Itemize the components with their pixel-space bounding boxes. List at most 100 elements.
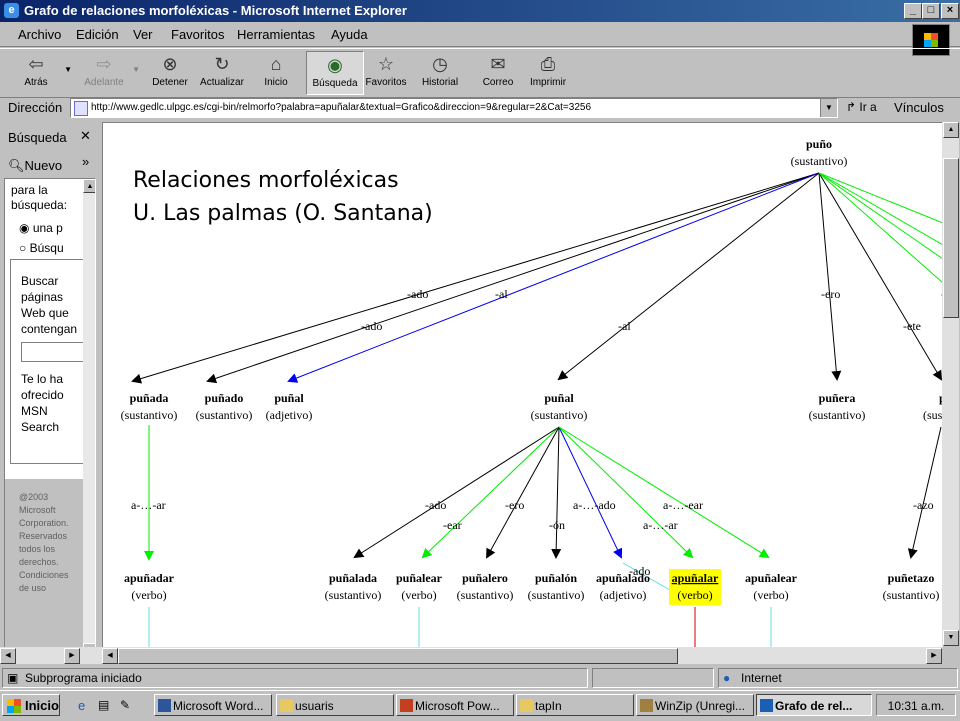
terms-link[interactable]: Condiciones (19, 570, 69, 580)
edge-label: a-…-ear (663, 498, 703, 512)
scroll-up-icon[interactable]: ▲ (943, 122, 959, 138)
address-input[interactable]: http://www.gedlc.ulpgc.es/cgi-bin/relmor… (70, 98, 838, 118)
node-word[interactable]: puñalear (396, 571, 443, 585)
node-apunalear[interactable]: apuñalear (verbo) (745, 571, 798, 602)
close-icon[interactable]: ✕ (80, 128, 91, 143)
refresh-button[interactable]: ↻ Actualizar (200, 54, 244, 88)
node-apunalar-highlighted[interactable]: apuñalar (verbo) (669, 569, 721, 605)
menu-herramientas[interactable]: Herramientas (237, 27, 316, 42)
node-pu-cut[interactable]: pu (susta (923, 391, 943, 422)
chevron-down-icon[interactable]: ▼ (132, 65, 140, 74)
scrollbar-thumb[interactable] (118, 648, 678, 664)
word-icon (158, 699, 171, 712)
search-box-text: Web que (21, 306, 69, 320)
node-word[interactable]: apuñalado (596, 571, 650, 585)
node-word[interactable]: puño (806, 137, 832, 151)
chevron-down-icon[interactable]: ▼ (820, 99, 837, 117)
favorites-button[interactable]: ☆ Favoritos (365, 54, 407, 88)
node-punado[interactable]: puñado (sustantivo) (196, 391, 253, 422)
ie-icon[interactable]: e (78, 698, 86, 713)
home-button[interactable]: ⌂ Inicio (264, 54, 288, 88)
node-word[interactable]: puñada (130, 391, 169, 405)
node-punada[interactable]: puñada (sustantivo) (121, 391, 178, 422)
mail-button[interactable]: ✉ Correo (482, 54, 514, 88)
node-punalero[interactable]: puñalero (sustantivo) (457, 571, 514, 602)
node-punalon[interactable]: puñalón (sustantivo) (528, 571, 585, 602)
task-tapin[interactable]: tapIn (516, 694, 634, 716)
go-button[interactable]: ↱ Ir a (846, 100, 877, 114)
node-word[interactable]: puñetazo (888, 571, 935, 585)
node-word[interactable]: puñalero (462, 571, 508, 585)
globe-icon: ● (723, 671, 731, 685)
scroll-left-icon[interactable]: ◀ (0, 648, 16, 664)
chevron-right-icon[interactable]: » (82, 154, 90, 169)
menu-favoritos[interactable]: Favoritos (171, 27, 225, 42)
node-punal-adjetivo[interactable]: puñal (adjetivo) (266, 391, 313, 422)
task-grafo[interactable]: Grafo de rel... (756, 694, 872, 716)
search-button[interactable]: ◉ Búsqueda (306, 51, 364, 95)
node-punera[interactable]: puñera (sustantivo) (809, 391, 866, 422)
taskbar: Inicio e ▤ ✎ Microsoft Word... usuaris M… (0, 690, 960, 721)
search-globe-icon: ◉ (327, 55, 343, 75)
close-button[interactable]: × (941, 3, 959, 19)
task-word[interactable]: Microsoft Word... (154, 694, 272, 716)
vertical-scrollbar[interactable]: ▲ ▼ (942, 122, 959, 646)
forward-button[interactable]: ⇨ Adelante▼ (84, 54, 140, 88)
scroll-down-icon[interactable]: ▼ (943, 630, 959, 646)
scroll-right-icon[interactable]: ▶ (64, 648, 80, 664)
menu-ayuda[interactable]: Ayuda (331, 27, 368, 42)
stop-button[interactable]: ⊗ Detener (152, 54, 188, 88)
task-powerpoint[interactable]: Microsoft Pow... (396, 694, 514, 716)
node-punalear[interactable]: puñalear (verbo) (396, 571, 443, 602)
radio-option-1[interactable]: ◉ una p (19, 221, 63, 235)
favorites-icon: ☆ (377, 54, 395, 74)
links-button[interactable]: Vínculos (894, 100, 944, 115)
node-word[interactable]: puñal (274, 391, 304, 405)
node-apunadar[interactable]: apuñadar (verbo) (124, 571, 175, 602)
horizontal-scrollbar[interactable]: ◀ ▶ ◀ ▶ (0, 647, 942, 664)
node-word[interactable]: apuñalear (745, 571, 798, 585)
scroll-right-icon[interactable]: ▶ (926, 648, 942, 664)
address-url[interactable]: http://www.gedlc.ulpgc.es/cgi-bin/relmor… (91, 102, 592, 113)
sidebar-scrollbar[interactable]: ▲ ▼ (83, 179, 95, 657)
folder-icon (280, 699, 293, 712)
ie-icon: e (4, 3, 19, 18)
node-word[interactable]: apuñadar (124, 571, 175, 585)
print-button[interactable]: ⎙ Imprimir (529, 54, 567, 88)
edge-label: -al (495, 287, 508, 301)
history-button[interactable]: ◷ Historial (421, 54, 459, 88)
node-word[interactable]: puñalada (329, 571, 377, 585)
task-winzip[interactable]: WinZip (Unregi... (636, 694, 754, 716)
scroll-left-icon[interactable]: ◀ (102, 648, 118, 664)
new-search-button[interactable]: 🔍︎Nuevo (8, 158, 63, 173)
radio-option-2[interactable]: ○ Búsqu (19, 241, 64, 255)
menu-ver[interactable]: Ver (133, 27, 153, 42)
minimize-button[interactable]: _ (904, 3, 922, 19)
scrollbar-thumb[interactable] (943, 158, 959, 318)
node-word[interactable]: puñalón (535, 571, 577, 585)
scroll-up-icon[interactable]: ▲ (83, 179, 95, 193)
node-word[interactable]: puñera (819, 391, 856, 405)
node-punetazo[interactable]: puñetazo (sustantivo) (883, 571, 940, 602)
node-word[interactable]: pu (939, 391, 943, 405)
node-puno[interactable]: puño (sustantivo) (791, 137, 848, 168)
refresh-icon: ↻ (214, 54, 230, 74)
node-word[interactable]: puñado (205, 391, 244, 405)
terms-link[interactable]: de uso (19, 583, 47, 593)
start-button[interactable]: Inicio (2, 694, 60, 716)
node-word[interactable]: apuñalar (672, 571, 719, 585)
menu-edicion[interactable]: Edición (76, 27, 119, 42)
node-punalada[interactable]: puñalada (sustantivo) (325, 571, 382, 602)
outlook-icon[interactable]: ✎ (120, 698, 131, 712)
desktop-icon[interactable]: ▤ (98, 698, 110, 712)
maximize-button[interactable]: □ (922, 3, 940, 19)
task-usuaris[interactable]: usuaris (276, 694, 394, 716)
search-input[interactable] (21, 342, 85, 362)
clock[interactable]: 10:31 a.m. (876, 694, 956, 716)
node-word[interactable]: puñal (544, 391, 574, 405)
node-apunalado[interactable]: apuñalado (adjetivo) (596, 571, 650, 602)
back-button[interactable]: ⇦ Atrás▼ (24, 54, 72, 88)
menu-archivo[interactable]: Archivo (18, 27, 62, 42)
node-punal[interactable]: puñal (sustantivo) (531, 391, 588, 422)
chevron-down-icon[interactable]: ▼ (64, 65, 72, 74)
